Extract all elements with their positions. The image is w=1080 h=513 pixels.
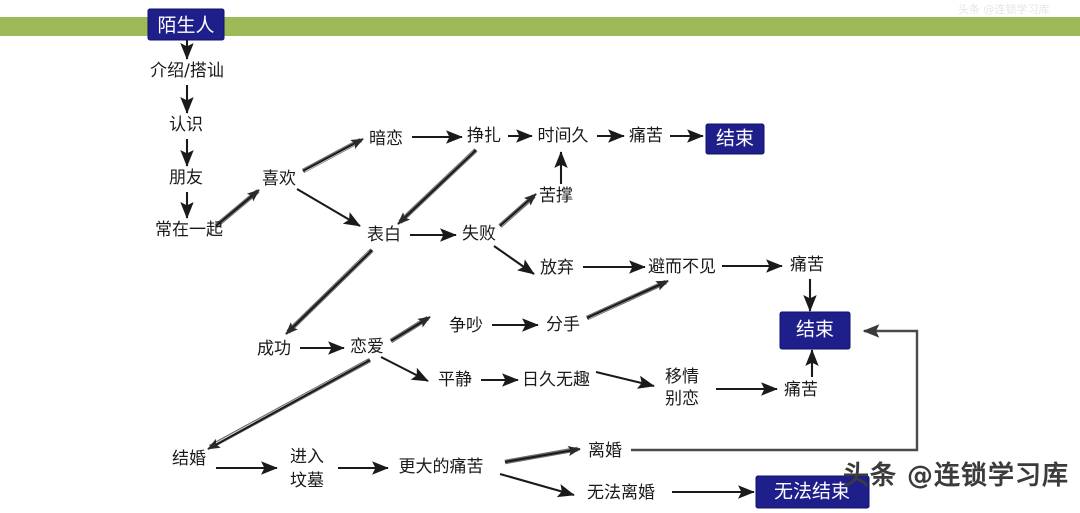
node-label-stranger: 陌生人 [157,15,214,37]
edge-biggerpain-divorce [504,446,581,465]
node-quarrel: 争吵 [449,316,483,336]
node-together: 常在一起 [155,220,223,240]
edge-boring-affair [595,370,655,389]
node-marry: 结婚 [172,449,206,469]
node-divorce: 离婚 [588,441,622,461]
node-giveup: 放弃 [540,258,574,278]
node-avoid: 避而不见 [648,257,716,277]
node-affair-line2: 别恋 [665,388,699,409]
node-label-no-end: 无法结束 [774,481,850,503]
edge-biggerpain-nodivorce [499,472,575,498]
node-endure: 苦撑 [539,186,573,206]
node-like: 喜欢 [262,169,296,189]
node-introduce: 介绍/搭讪 [150,61,224,81]
node-label-end-center: 结束 [796,319,834,341]
green-header-bar [0,17,1080,36]
edge-romance-marry [207,357,372,450]
node-boring: 日久无趣 [522,370,590,390]
node-affair-line1: 移情 [665,367,699,387]
node-box-end-top[interactable]: 结束 [705,123,765,155]
node-secret-love: 暗恋 [369,128,403,149]
edge-divorce-endcenter [631,324,919,452]
edge-like-confess [296,188,361,227]
edge-fail-endure [498,193,537,228]
node-breakup: 分手 [546,315,580,335]
node-box-stranger[interactable]: 陌生人 [147,8,225,41]
node-box-no-end[interactable]: 无法结束 [755,475,870,509]
edge-romance-calm [380,356,429,382]
node-success: 成功 [257,339,291,359]
node-romance: 恋爱 [350,336,384,357]
edge-group-shadowed [207,137,669,465]
node-no-divorce: 无法离婚 [587,483,655,503]
edge-like-secretlove [301,137,364,174]
node-long-time: 时间久 [538,126,589,146]
node-pain-top: 痛苦 [629,126,663,146]
edge-breakup-avoid [586,279,669,321]
edge-group-horizontal [216,129,783,499]
node-bigger-pain: 更大的痛苦 [399,457,484,477]
edge-together-like [214,189,260,228]
node-pain-right: 痛苦 [790,255,824,275]
node-friend: 朋友 [169,168,203,188]
edge-confess-struggle [397,148,478,225]
node-calm: 平静 [438,370,472,390]
node-tomb-line2: 坟墓 [290,471,324,491]
edge-confess-success [285,248,374,335]
edge-fail-giveup [493,245,535,275]
node-label-end-top: 结束 [716,128,754,150]
node-box-end-center[interactable]: 结束 [779,311,851,350]
edge-group-misc [296,151,919,498]
node-know: 认识 [169,115,203,135]
node-fail: 失败 [462,224,496,244]
node-confess: 表白 [367,225,401,245]
node-tomb-line1: 进入 [290,447,324,467]
edge-romance-quarrel [389,316,431,343]
node-struggle: 挣扎 [467,126,501,146]
node-pain-bottom: 痛苦 [784,380,818,400]
